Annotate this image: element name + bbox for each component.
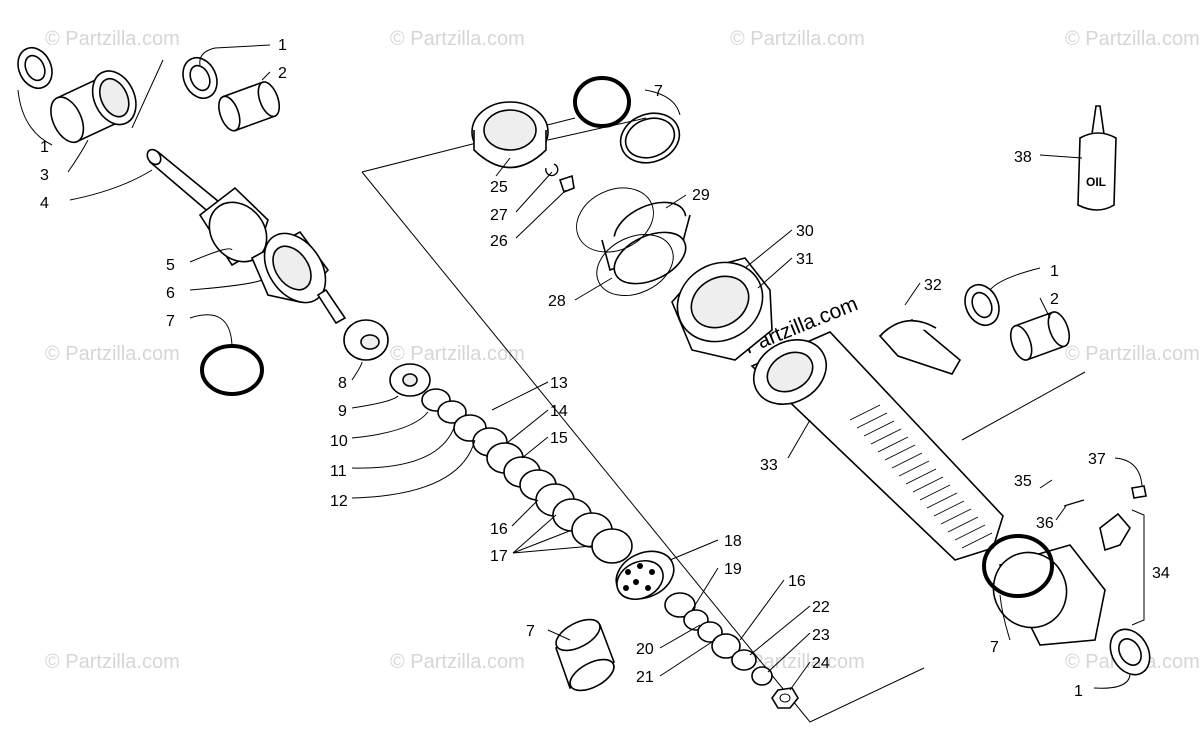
callout-7: 7 [654, 83, 663, 100]
leader-lines [17, 44, 1143, 691]
watermark: © Partzilla.com [1065, 343, 1200, 365]
callout-37: 37 [1088, 451, 1106, 468]
callout-16: 16 [490, 521, 508, 538]
bushing-washer-left [17, 47, 53, 89]
right-bushing-group [964, 284, 1071, 361]
callout-1: 1 [1074, 683, 1083, 700]
watermark: © Partzilla.com [390, 28, 525, 50]
callout-2: 2 [278, 65, 287, 82]
callout-7: 7 [526, 623, 535, 640]
bearing-sleeve-lower [555, 618, 615, 692]
callout-2: 2 [1050, 291, 1059, 308]
adjuster-nut-group [671, 257, 773, 361]
shock-body-part-33 [750, 331, 1004, 561]
callout-33: 33 [760, 457, 778, 474]
callout-15: 15 [550, 430, 568, 447]
callout-17: 17 [490, 548, 508, 565]
callout-12: 12 [330, 493, 348, 510]
oil-bottle-part-38: OIL [1077, 105, 1117, 211]
callout-14: 14 [550, 403, 568, 420]
callout-1: 1 [278, 37, 287, 54]
callout-31: 31 [796, 251, 814, 268]
callout-23: 23 [812, 627, 830, 644]
callout-36: 36 [1036, 515, 1054, 532]
watermark: © Partzilla.com [390, 651, 525, 673]
callout-20: 20 [636, 641, 654, 658]
eyelet-body-part-3 [50, 70, 137, 144]
callout-28: 28 [548, 293, 566, 310]
callout-13: 13 [550, 375, 568, 392]
callout-6: 6 [166, 285, 175, 302]
bumper-part-32 [878, 319, 962, 375]
watermark: © Partzilla.com [1065, 28, 1200, 50]
o-ring-left [200, 344, 264, 396]
callout-4: 4 [40, 195, 49, 212]
shim-stack [343, 319, 633, 564]
shaft-assembly [146, 148, 347, 325]
assembly-bracket-lines [131, 59, 1145, 723]
callout-26: 26 [490, 233, 508, 250]
callout-25: 25 [490, 179, 508, 196]
top-cap-group [471, 76, 691, 296]
callout-19: 19 [724, 561, 742, 578]
callout-9: 9 [338, 403, 347, 420]
piston-band-part-29 [576, 187, 691, 296]
callout-numbers: 1 2 1 3 4 5 6 7 8 9 10 11 12 13 14 15 16… [40, 37, 1170, 700]
lower-eyelet-group [982, 485, 1151, 676]
bushing-washer-top [182, 57, 218, 99]
bushing-sleeve-part-2 [218, 81, 281, 132]
callout-8: 8 [338, 375, 347, 392]
callout-18: 18 [724, 533, 742, 550]
callout-1: 1 [1050, 263, 1059, 280]
callout-29: 29 [692, 187, 710, 204]
piston-group [615, 550, 799, 709]
oil-label: OIL [1086, 175, 1106, 189]
watermark: © Partzilla.com [390, 343, 525, 365]
callout-11: 11 [330, 463, 347, 480]
left-bushing-group [17, 47, 281, 144]
callout-24: 24 [812, 655, 830, 672]
callout-7: 7 [166, 313, 175, 330]
callout-1: 1 [40, 139, 49, 156]
callout-35: 35 [1014, 473, 1032, 490]
callout-22: 22 [812, 599, 830, 616]
callout-30: 30 [796, 223, 814, 240]
callout-10: 10 [330, 433, 348, 450]
callout-5: 5 [166, 257, 175, 274]
callout-32: 32 [924, 277, 942, 294]
callout-3: 3 [40, 167, 49, 184]
callout-21: 21 [636, 669, 654, 686]
callout-34: 34 [1152, 565, 1170, 582]
watermark: © Partzilla.com [45, 343, 180, 365]
callout-16: 16 [788, 573, 806, 590]
watermark: © Partzilla.com [45, 651, 180, 673]
watermark: © Partzilla.com [730, 28, 865, 50]
callout-27: 27 [490, 207, 508, 224]
watermark: © Partzilla.com [45, 28, 180, 50]
callout-7: 7 [990, 639, 999, 656]
callout-38: 38 [1014, 149, 1032, 166]
